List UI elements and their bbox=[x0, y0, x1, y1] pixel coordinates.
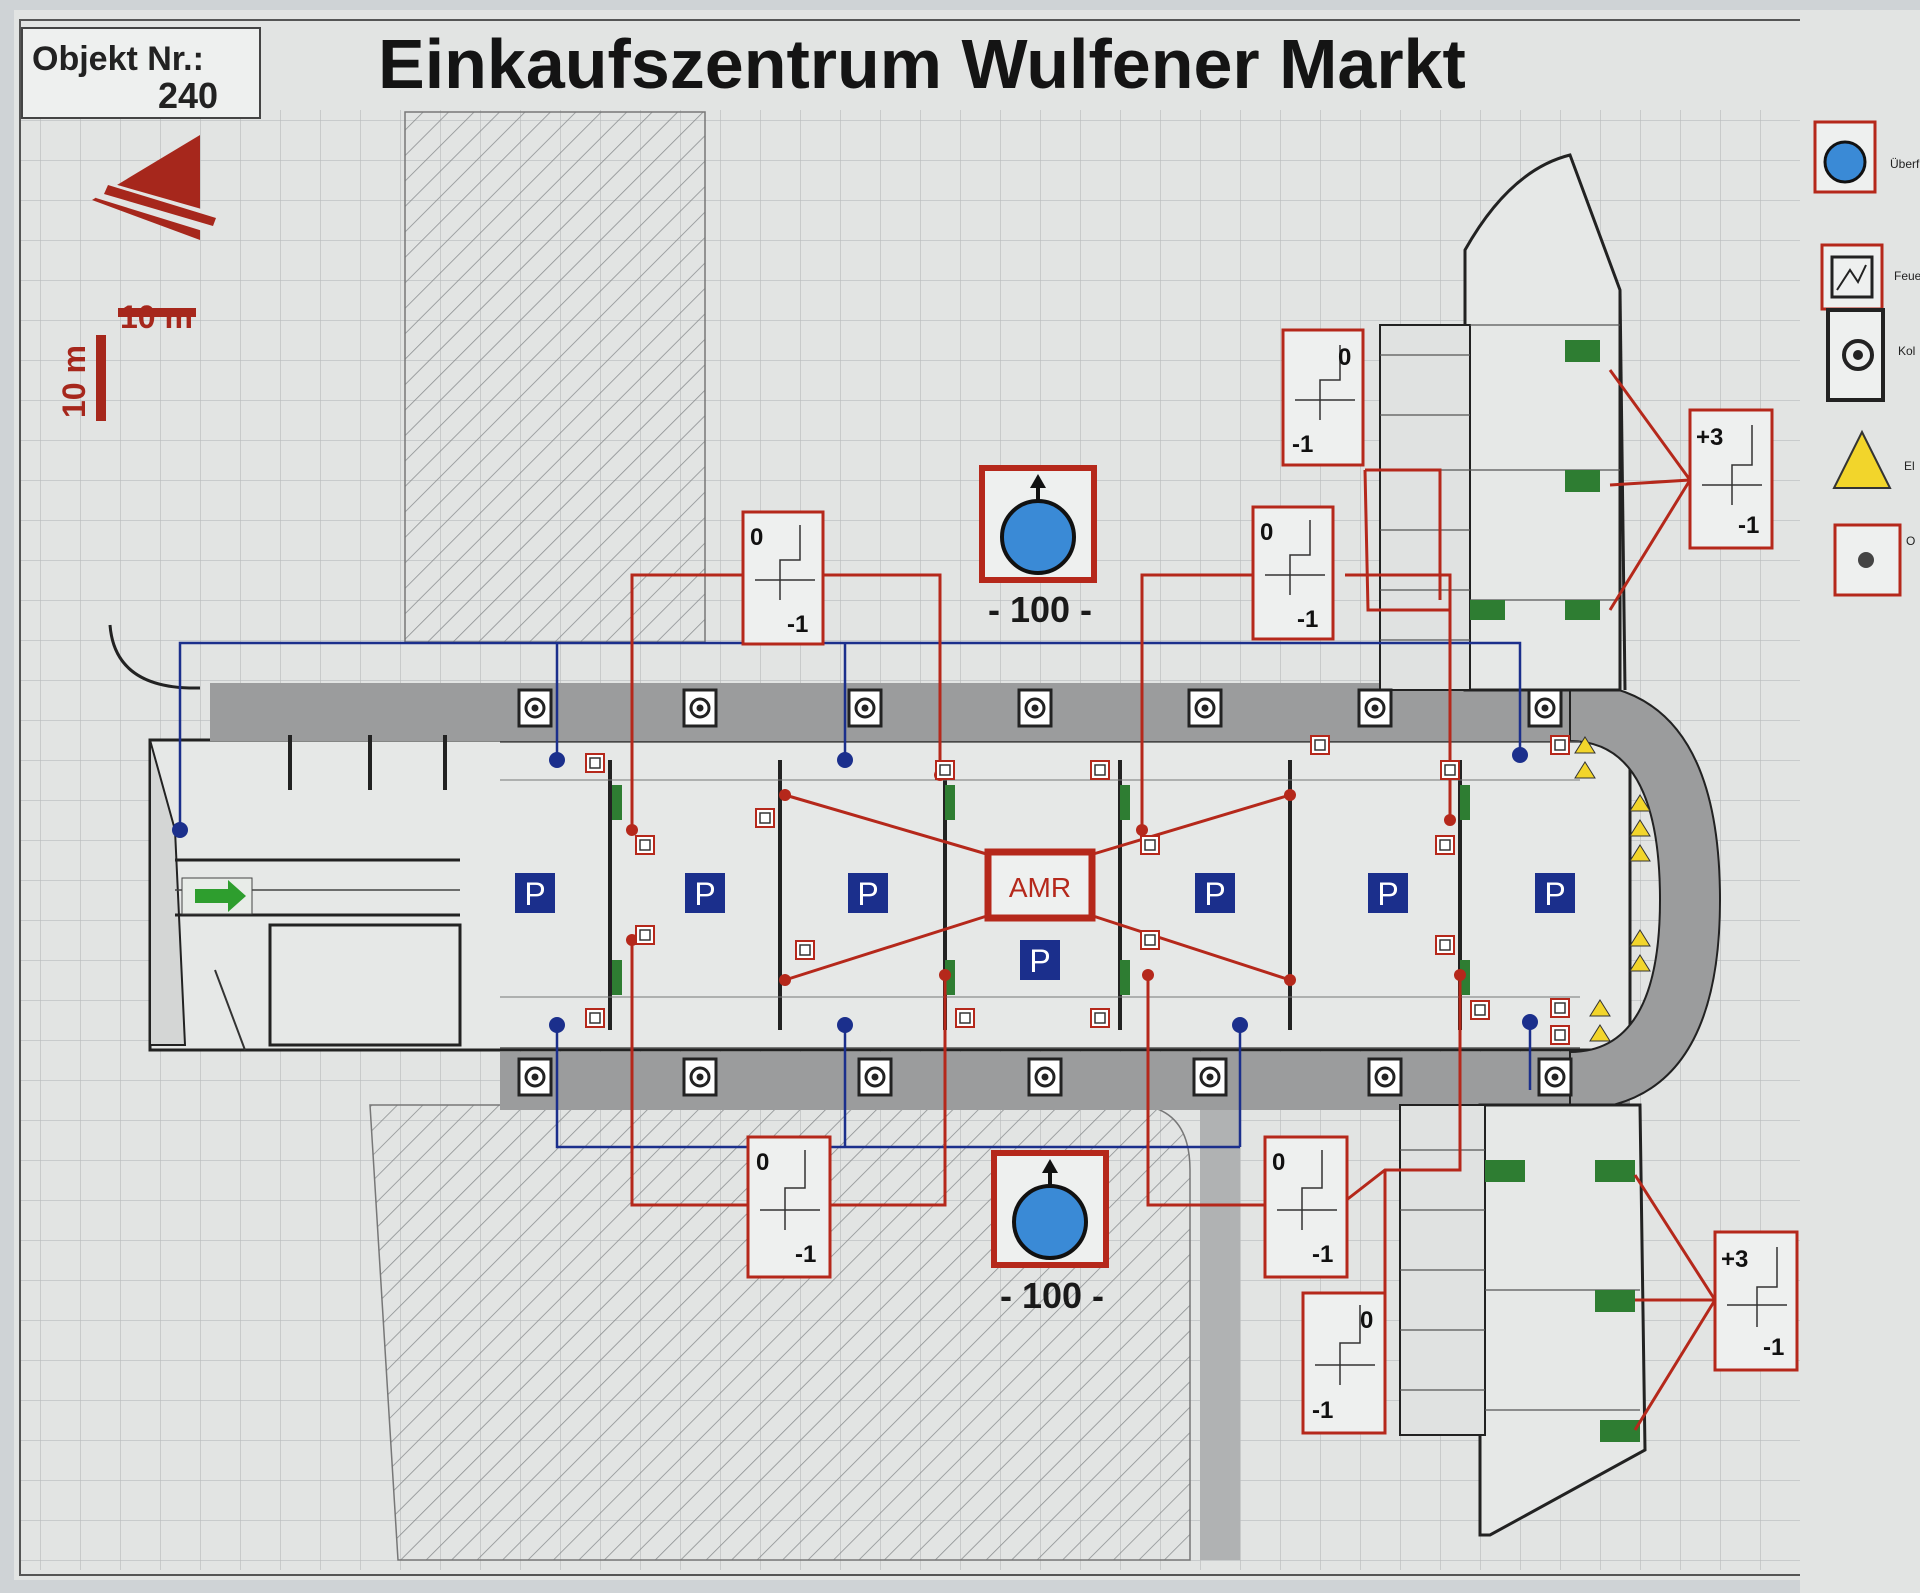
fire-alarm-center: AMR bbox=[984, 848, 1096, 922]
hydrant-bottom: - 100 - bbox=[991, 1150, 1109, 1316]
svg-text:-1: -1 bbox=[1312, 1397, 1333, 1424]
hatched-area-north bbox=[404, 111, 706, 643]
svg-text:-1: -1 bbox=[1763, 1334, 1784, 1361]
legend-entry: El bbox=[1832, 429, 1915, 489]
svg-text:-1: -1 bbox=[795, 1241, 816, 1268]
legend-text: Überf bbox=[1890, 157, 1920, 171]
blue-pipe-nodes bbox=[172, 747, 1538, 1033]
red-alarm-routes bbox=[630, 369, 1717, 1431]
level-box: 0 -1 bbox=[1281, 328, 1365, 467]
building-outline bbox=[108, 624, 1722, 1560]
scale-vertical-label: 10 m bbox=[56, 345, 92, 418]
svg-text:0: 0 bbox=[1260, 519, 1273, 546]
svg-text:P: P bbox=[1204, 876, 1225, 912]
level-box: 0 -1 bbox=[746, 1135, 832, 1279]
svg-text:-1: -1 bbox=[1312, 1241, 1333, 1268]
object-number-label: Objekt Nr.: bbox=[32, 40, 204, 78]
entrance-arrow-icon bbox=[181, 877, 253, 915]
svg-text:0: 0 bbox=[1272, 1149, 1285, 1176]
svg-text:0: 0 bbox=[750, 524, 763, 551]
parking-sign: P bbox=[1020, 940, 1060, 980]
legend-entry: Feue ohne bbox=[1820, 243, 1920, 311]
svg-text:P: P bbox=[694, 876, 715, 912]
level-box: 0 -1 bbox=[1263, 1135, 1349, 1279]
hydrant-top-label: - 100 - bbox=[988, 589, 1092, 630]
legend-entry: Überf bbox=[1813, 120, 1920, 194]
plan-title: Einkaufszentrum Wulfener Markt bbox=[378, 25, 1466, 103]
legend-entry: Kol bbox=[1826, 308, 1915, 402]
svg-text:0: 0 bbox=[756, 1149, 769, 1176]
blue-pipe-network bbox=[178, 641, 1532, 1149]
legend-text: El bbox=[1904, 459, 1915, 473]
scale-bar-horizontal: 10 m bbox=[118, 299, 196, 335]
svg-text:-1: -1 bbox=[787, 611, 808, 638]
svg-text:P: P bbox=[1544, 876, 1565, 912]
svg-text:0: 0 bbox=[1360, 1307, 1373, 1334]
building-wing-north-east bbox=[1379, 153, 1627, 692]
svg-text:-1: -1 bbox=[1297, 606, 1318, 633]
detector-icon bbox=[1858, 552, 1874, 568]
access-road-south bbox=[1200, 1110, 1240, 1560]
parking-signs: P P P P P P P bbox=[515, 873, 1575, 980]
upper-level-box: +3 -1 bbox=[1688, 408, 1774, 550]
svg-text:P: P bbox=[857, 876, 878, 912]
svg-text:-1: -1 bbox=[1292, 431, 1313, 458]
svg-text:+3: +3 bbox=[1721, 1246, 1748, 1273]
fire-panel-icon bbox=[1830, 255, 1874, 299]
hydrant-top: - 100 - bbox=[979, 465, 1097, 630]
parking-sign: P bbox=[1535, 873, 1575, 913]
svg-text:P: P bbox=[1029, 943, 1050, 979]
legend-text: Kol bbox=[1898, 344, 1915, 358]
level-box: 0 -1 bbox=[741, 510, 825, 646]
building-wing-south-east bbox=[1399, 1103, 1647, 1537]
level-box: 0 -1 bbox=[1301, 1291, 1387, 1435]
parking-sign: P bbox=[515, 873, 555, 913]
warning-symbols bbox=[1574, 736, 1651, 1042]
object-number-value: 240 bbox=[158, 75, 218, 116]
hydrant-icon bbox=[1012, 1184, 1088, 1260]
warning-electric-icon bbox=[1832, 429, 1892, 489]
hydrant-icon bbox=[1823, 140, 1867, 184]
header: Objekt Nr.: 240 Einkaufszentrum Wulfener… bbox=[21, 25, 1466, 119]
north-arrow-icon bbox=[92, 135, 216, 240]
object-number-box bbox=[21, 27, 261, 119]
hydrant-bottom-label: - 100 - bbox=[1000, 1275, 1104, 1316]
svg-text:0: 0 bbox=[1338, 344, 1351, 371]
upper-level-box: +3 -1 bbox=[1713, 1230, 1799, 1372]
scale-horizontal-label: 10 m bbox=[120, 299, 193, 335]
svg-text:-1: -1 bbox=[1738, 512, 1759, 539]
svg-text:P: P bbox=[524, 876, 545, 912]
legend: Überf Feue ohne Kol El O bbox=[1800, 10, 1920, 1593]
svg-text:+3: +3 bbox=[1696, 424, 1723, 451]
hydrant-icon bbox=[1000, 499, 1076, 575]
level-box: 0 -1 bbox=[1251, 505, 1335, 641]
legend-entry: O bbox=[1833, 523, 1915, 597]
driveway-top bbox=[210, 683, 1570, 741]
parking-sign: P bbox=[685, 873, 725, 913]
scale-bar-vertical: 10 m bbox=[56, 335, 106, 421]
parking-sign: P bbox=[848, 873, 888, 913]
parking-sign: P bbox=[1195, 873, 1235, 913]
fire-alarm-center-label: AMR bbox=[1009, 872, 1071, 903]
legend-text: O bbox=[1906, 534, 1915, 548]
legend-text: Feue ohne bbox=[1894, 269, 1920, 283]
svg-text:P: P bbox=[1377, 876, 1398, 912]
parking-sign: P bbox=[1368, 873, 1408, 913]
